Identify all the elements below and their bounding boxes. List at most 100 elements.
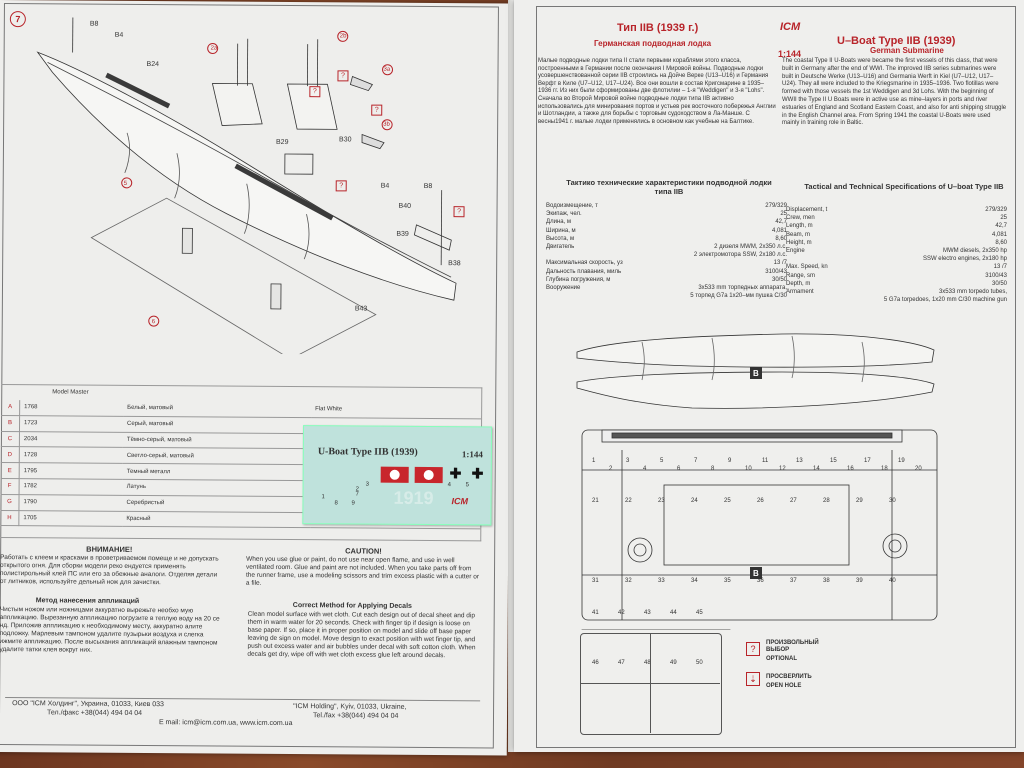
part-label: B8 [423,182,433,191]
decal-title: U-Boat Type IIB (1939) [317,446,418,458]
decal-sheet: U-Boat Type IIB (1939) 1:144 ✚ ✚ 1 2 3 4… [302,425,493,526]
sprue-part-number: 34 [691,578,698,584]
sprue-part-number: 16 [847,466,854,472]
paint-table-header: Model Master [52,389,89,396]
sprue-part-number: 31 [592,578,599,584]
spec-row: SSW electro engines, 2x180 hp [784,255,1009,263]
stand-post-left [181,227,193,254]
sprue-part-number: 23 [658,498,665,504]
round-part [882,533,908,559]
decal-watermark: 1919 [393,487,434,509]
sprue-part-number: 22 [625,498,632,504]
callout-3a [382,64,394,76]
sprue-part-number: 4 [643,466,647,472]
part-label: B43 [354,305,368,313]
spec-value: 5 G7a torpedoes, 1x20 mm C/30 machine gu… [883,297,1007,304]
sprue-part-number: 47 [618,660,625,666]
sprue-part-number: 37 [790,578,797,584]
round-part [627,537,653,563]
decal-number: 9 [351,500,355,507]
spec-label: Max. Speed, kn [786,264,828,271]
paint-cell-ru: Красный [122,510,311,529]
paint-cell-ru: Серый, матовый [122,416,312,434]
spec-value: 3100/43 [765,268,787,275]
spec-value: 279/329 [985,207,1007,214]
hull-deck-detail [47,61,452,278]
spec-label: Максимальная скорость, уз [546,260,623,267]
sprue-part-number: 15 [830,458,837,464]
spec-label: Дальность плавания, миль [546,268,622,275]
title-ru: Тип IIB (1939 г.) [617,22,699,34]
paint-cell-code: 2034 [19,431,123,448]
scale-label: 1:144 [778,49,802,59]
sprue-part-number: 25 [724,498,731,504]
conning-tower-b [286,83,338,130]
sprue-part-number: 7 [694,458,698,464]
sprue-part-number: 13 [796,458,803,464]
sprue-letter: B [753,369,759,378]
sprue-part-number: 29 [856,498,863,504]
spec-value: 8,60 [775,235,787,242]
decal-method-title-en: Correct Method for Applying Decals [292,602,412,610]
spec-row: Дальность плавания, миль 3100/43 [544,268,789,276]
part-label: B24 [146,61,160,69]
sprue-part-number: 28 [823,498,830,504]
sprue-part-number: 48 [644,660,651,666]
part-label: B38 [448,260,461,268]
spec-value: 3100/43 [985,272,1007,279]
paint-cell-code: 1705 [18,510,123,527]
sprue-part-number: 18 [881,466,888,472]
brand-logo: ICM [780,21,801,33]
spec-label [544,292,653,300]
legend-openhole-en: OPEN HOLE [766,683,802,689]
paint-cell-en: Flat White [311,402,482,419]
spec-value: 42,7 [995,223,1007,230]
sprue-part-number: 35 [724,578,731,584]
footer-company-ru: ООО "ICM Холдинг", Украина, 01033, Киев … [12,700,164,709]
paint-cell-ru: Белый, матовый [123,400,312,418]
specs-title-en: Tactical and Technical Specifications of… [804,182,1004,191]
spec-value: 42,7 [775,219,787,226]
paint-cell-ru: Серебристый [122,495,311,513]
sprue-part-number: 11 [762,458,769,464]
spec-value: 279/329 [765,203,787,210]
spec-label [544,251,653,259]
deck-gun-part-b [361,133,385,150]
decal-brand-logo: ICM [451,496,469,507]
decal-number: 7 [355,491,359,498]
part-label: B30 [339,136,352,144]
right-instruction-page: Тип IIB (1939 г.) Германская подводная л… [514,0,1024,752]
sprue-part-number: 40 [889,578,896,584]
paint-cell-code: 1795 [19,462,123,480]
sprue-part-number: 50 [696,660,703,666]
sprue-letter: B [753,569,759,578]
legend-optional-ru: ПРОИЗВОЛЬНЫЙ ВЫБОР [766,640,819,653]
spec-value: 25 [780,211,787,218]
paint-cell-letter: C [0,431,20,448]
spec-value: 25 [1000,215,1007,222]
spec-value: 30/50 [991,280,1007,287]
sprue-part-number: 24 [691,498,698,504]
spec-label: Engine [786,248,805,255]
paint-cell-letter: A [1,400,20,416]
small-parts-sprue-divider [580,683,720,684]
spec-row: 5 G7a torpedoes, 1x20 mm C/30 machine gu… [784,296,1009,304]
specs-title-ru: Тактико технические характеристики подво… [566,178,772,196]
spec-label: Глубина погружения, м [546,276,611,283]
sprue-part-number: 26 [757,498,764,504]
subtitle-ru: Германская подводная лодка [594,39,712,48]
spec-label: Beam, m [786,231,811,238]
sprue-part-number: 6 [677,466,681,472]
spec-label: Вооружение [546,284,581,291]
paint-cell-code: 1728 [19,447,123,464]
cross-decal: ✚ [471,465,484,482]
